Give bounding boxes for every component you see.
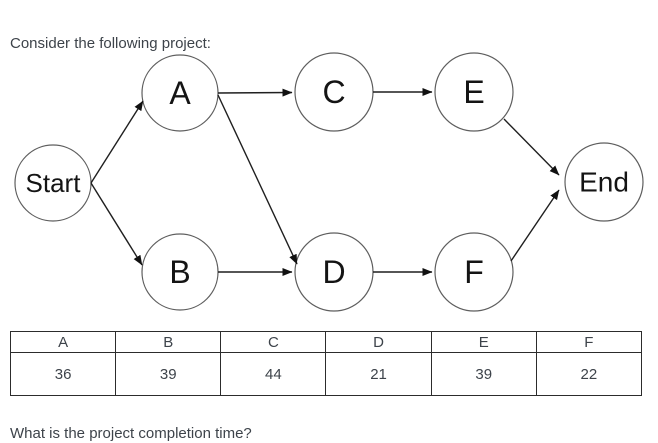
node-label-e: E <box>463 74 484 110</box>
node-circle-e <box>434 52 514 132</box>
activity-duration-table: A B C D E F 36 39 44 21 39 22 <box>9 331 643 396</box>
node-label-end: End <box>579 167 629 198</box>
node-circle-f <box>434 232 514 312</box>
edge-a-c <box>217 88 293 97</box>
duration-cell-c: 44 <box>220 352 327 396</box>
header-cell-a: A <box>9 331 117 353</box>
edge-start-b <box>90 182 143 266</box>
node-label-c: C <box>322 74 345 110</box>
node-label-f: F <box>464 254 484 290</box>
edge-a-d <box>217 94 298 265</box>
edge-f-end <box>510 189 560 262</box>
node-label-b: B <box>169 254 190 290</box>
table-header-row: A B C D E F <box>9 331 643 353</box>
edge-e-end <box>503 118 560 176</box>
duration-cell-d: 21 <box>325 352 432 396</box>
question-text: What is the project completion time? <box>10 425 252 442</box>
header-cell-f: F <box>535 331 643 353</box>
node-circle-end <box>564 142 644 222</box>
intro-text: Consider the following project: <box>10 35 211 52</box>
duration-cell-e: 39 <box>430 352 537 396</box>
table-value-row: 36 39 44 21 39 22 <box>9 352 643 396</box>
node-label-start: Start <box>26 168 82 198</box>
project-network-diagram: Start A B C D E F End <box>14 52 644 312</box>
edge-start-a <box>90 100 144 184</box>
node-label-d: D <box>322 254 345 290</box>
header-cell-c: C <box>220 331 327 353</box>
node-label-a: A <box>169 75 191 111</box>
header-cell-d: D <box>325 331 432 353</box>
duration-cell-b: 39 <box>115 352 222 396</box>
duration-cell-f: 22 <box>535 352 643 396</box>
duration-cell-a: 36 <box>9 352 117 396</box>
header-cell-b: B <box>115 331 222 353</box>
header-cell-e: E <box>430 331 537 353</box>
